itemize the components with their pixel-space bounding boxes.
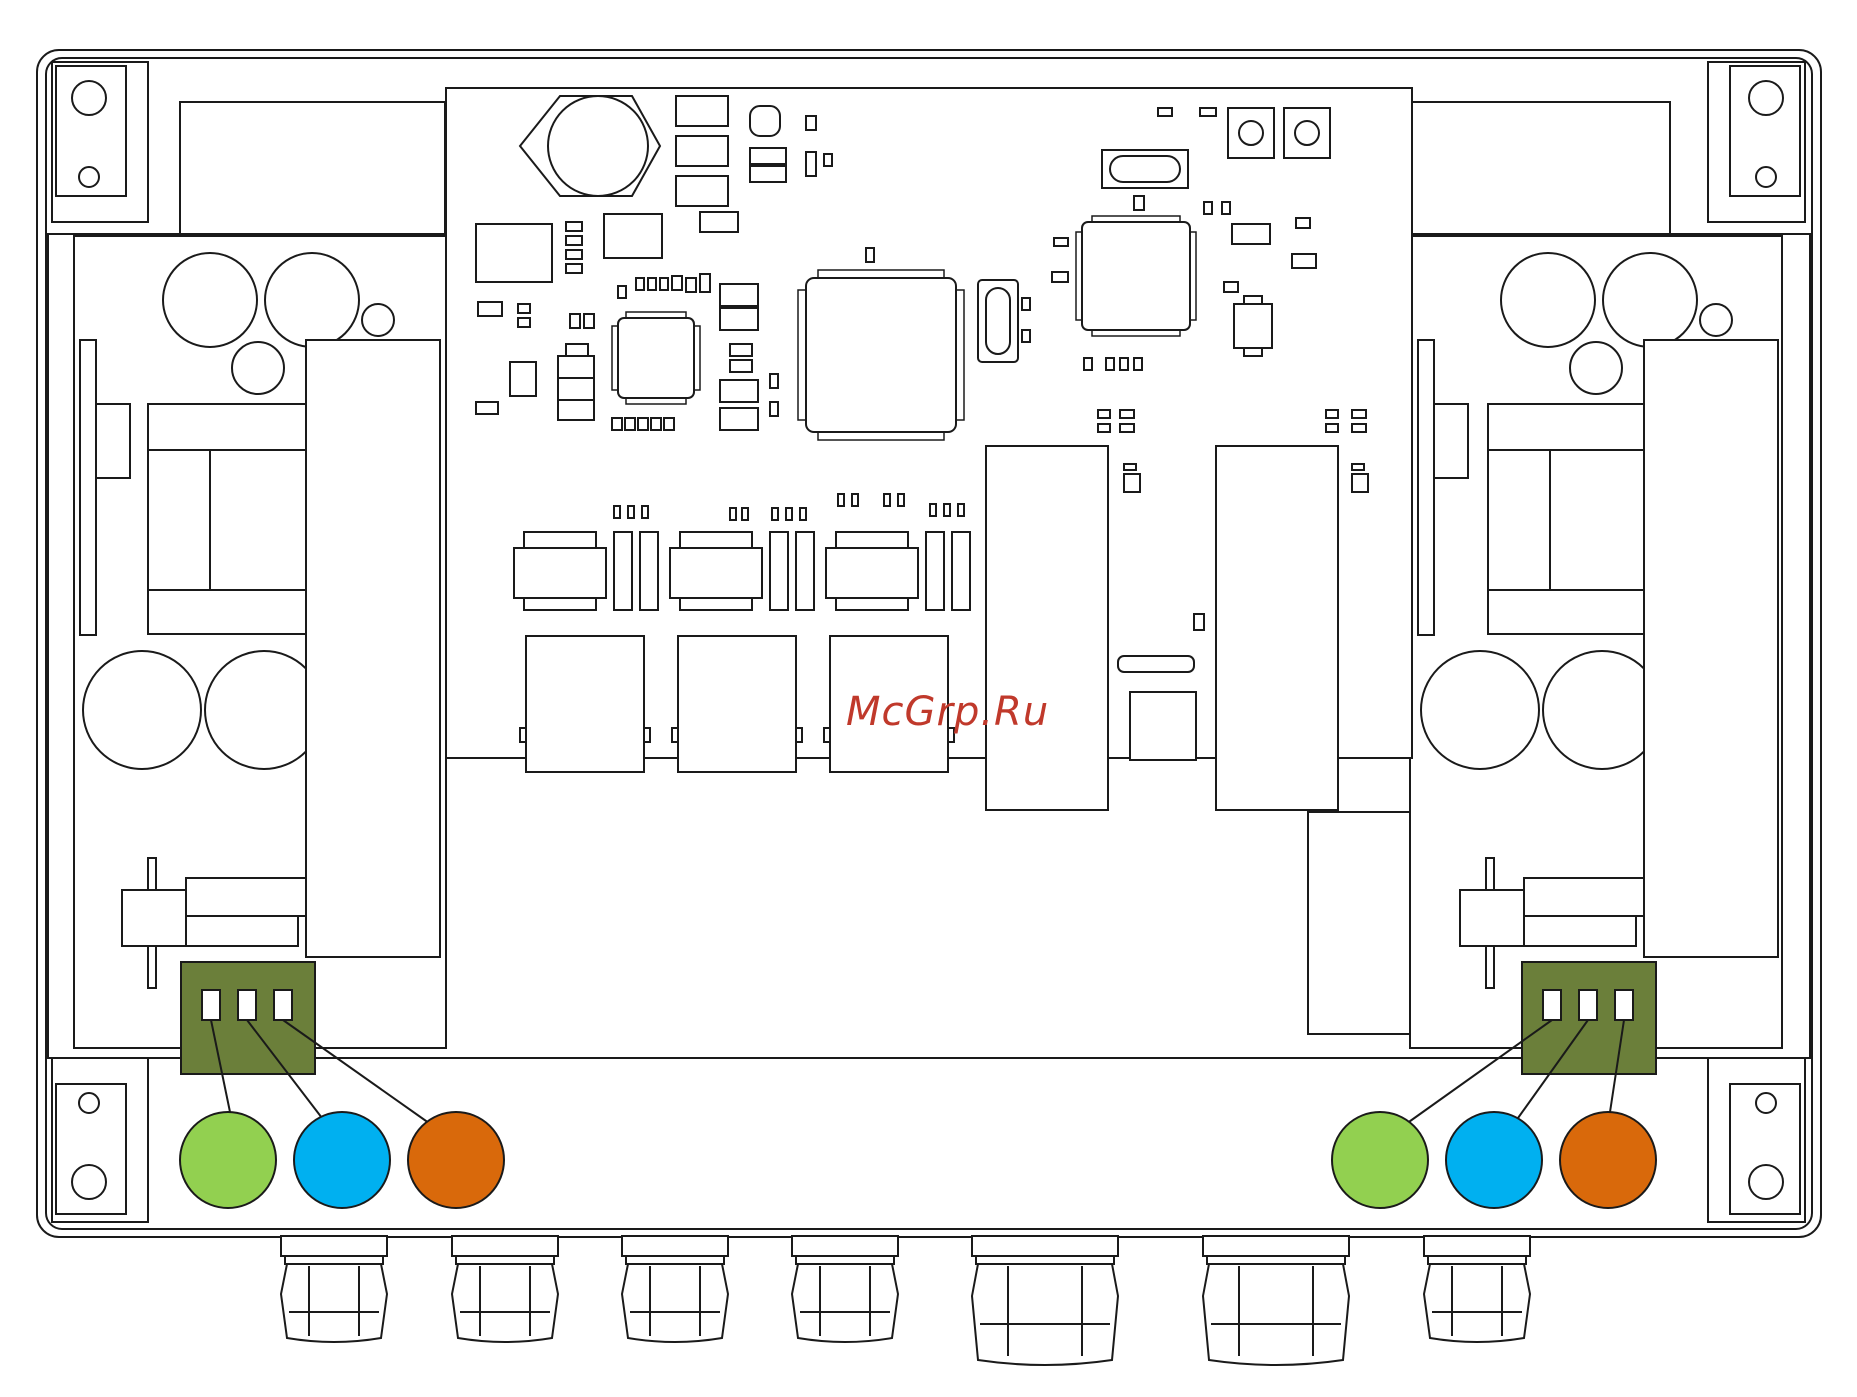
terminal-pin (238, 990, 256, 1020)
wire-color-green (1332, 1112, 1428, 1208)
cable-gland-large (1203, 1236, 1349, 1365)
terminal-pin (1543, 990, 1561, 1020)
wire-color-orange (408, 1112, 504, 1208)
terminal-pin (202, 990, 220, 1020)
terminal-block-left (180, 962, 504, 1208)
wire-color-blue (294, 1112, 390, 1208)
ic-chip-right (1082, 222, 1190, 330)
watermark-text: McGrp.Ru (846, 689, 1049, 735)
cable-gland (792, 1236, 898, 1342)
terminal-block-right (1332, 962, 1656, 1208)
wire-color-orange (1560, 1112, 1656, 1208)
cable-glands (281, 1236, 1530, 1365)
mcu-chip (806, 278, 956, 432)
terminal-pin (1615, 990, 1633, 1020)
relay-1 (986, 446, 1108, 810)
cable-gland (1424, 1236, 1530, 1342)
corner-post-top-right (1708, 62, 1805, 222)
terminal-pin (1579, 990, 1597, 1020)
terminal-pin (274, 990, 292, 1020)
cable-gland (281, 1236, 387, 1342)
ic-chip (618, 318, 694, 398)
cable-gland-large (972, 1236, 1118, 1365)
corner-post-bottom-right (1708, 1058, 1805, 1222)
wire-color-blue (1446, 1112, 1542, 1208)
cable-gland (452, 1236, 558, 1342)
corner-post-bottom-left (52, 1058, 148, 1222)
wire-color-green (180, 1112, 276, 1208)
corner-post-top-left (52, 62, 148, 222)
power-module-left (80, 253, 440, 988)
cable-gland (622, 1236, 728, 1342)
relay-2 (1216, 446, 1338, 810)
